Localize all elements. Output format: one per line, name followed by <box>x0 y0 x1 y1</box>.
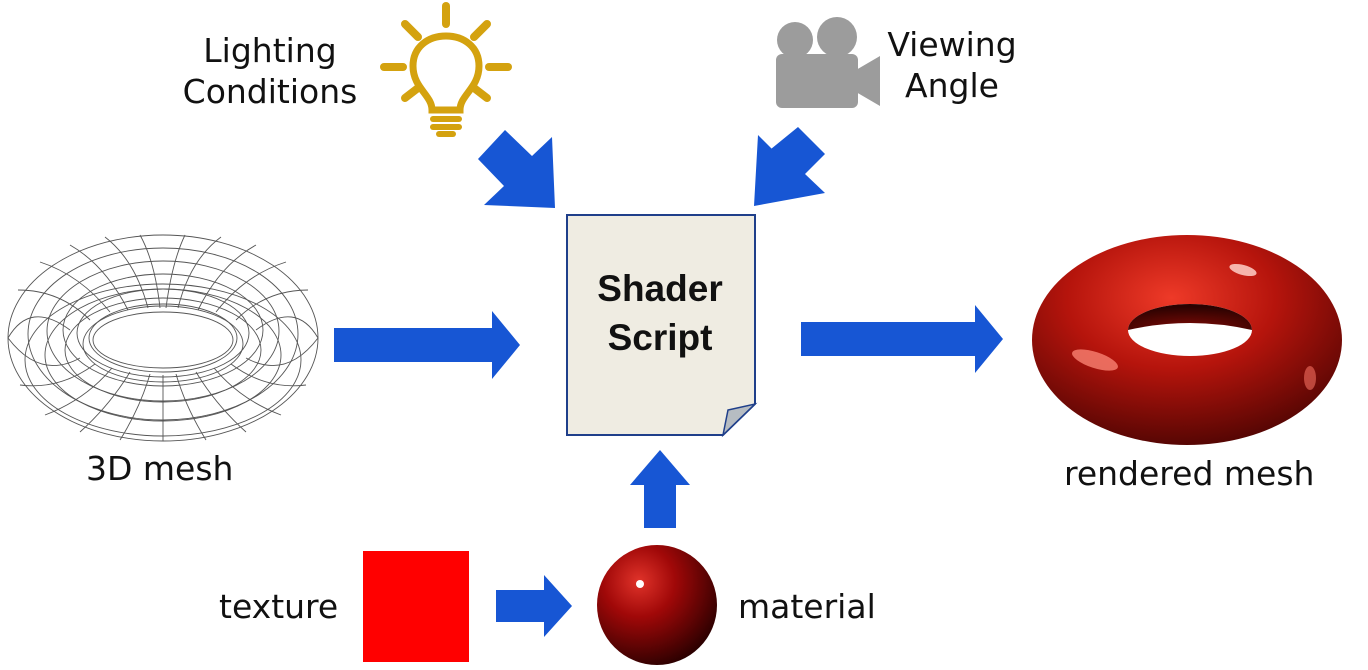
lighting-line1: Lighting <box>203 31 337 70</box>
arrow-camera-to-shader <box>754 127 825 206</box>
shader-title-line2: Script <box>608 317 713 358</box>
arrow-lighting-to-shader <box>478 130 555 208</box>
viewing-line1: Viewing <box>887 25 1017 64</box>
texture-swatch <box>363 551 469 662</box>
viewing-line2: Angle <box>905 66 999 106</box>
lighting-line2: Conditions <box>182 72 358 112</box>
rendered-mesh-label: rendered mesh <box>1064 454 1315 493</box>
shader-title-line1: Shader <box>597 268 722 309</box>
video-camera-icon <box>776 17 880 108</box>
lighting-conditions-label: Lighting Conditions <box>170 30 370 113</box>
viewing-angle-label: Viewing Angle <box>872 24 1032 107</box>
texture-label: texture <box>219 587 339 626</box>
wireframe-torus <box>7 234 319 442</box>
arrow-shader-to-rendered <box>801 305 1003 373</box>
arrow-material-to-shader <box>630 450 690 528</box>
material-label: material <box>738 587 876 626</box>
arrow-mesh-to-shader <box>334 311 520 379</box>
lightbulb-icon <box>380 2 512 137</box>
mesh-label: 3D mesh <box>86 449 234 488</box>
rendered-torus <box>1032 235 1342 445</box>
arrow-texture-to-material <box>496 575 572 637</box>
shader-script-document: Shader Script <box>566 214 758 438</box>
material-sphere <box>597 545 717 665</box>
